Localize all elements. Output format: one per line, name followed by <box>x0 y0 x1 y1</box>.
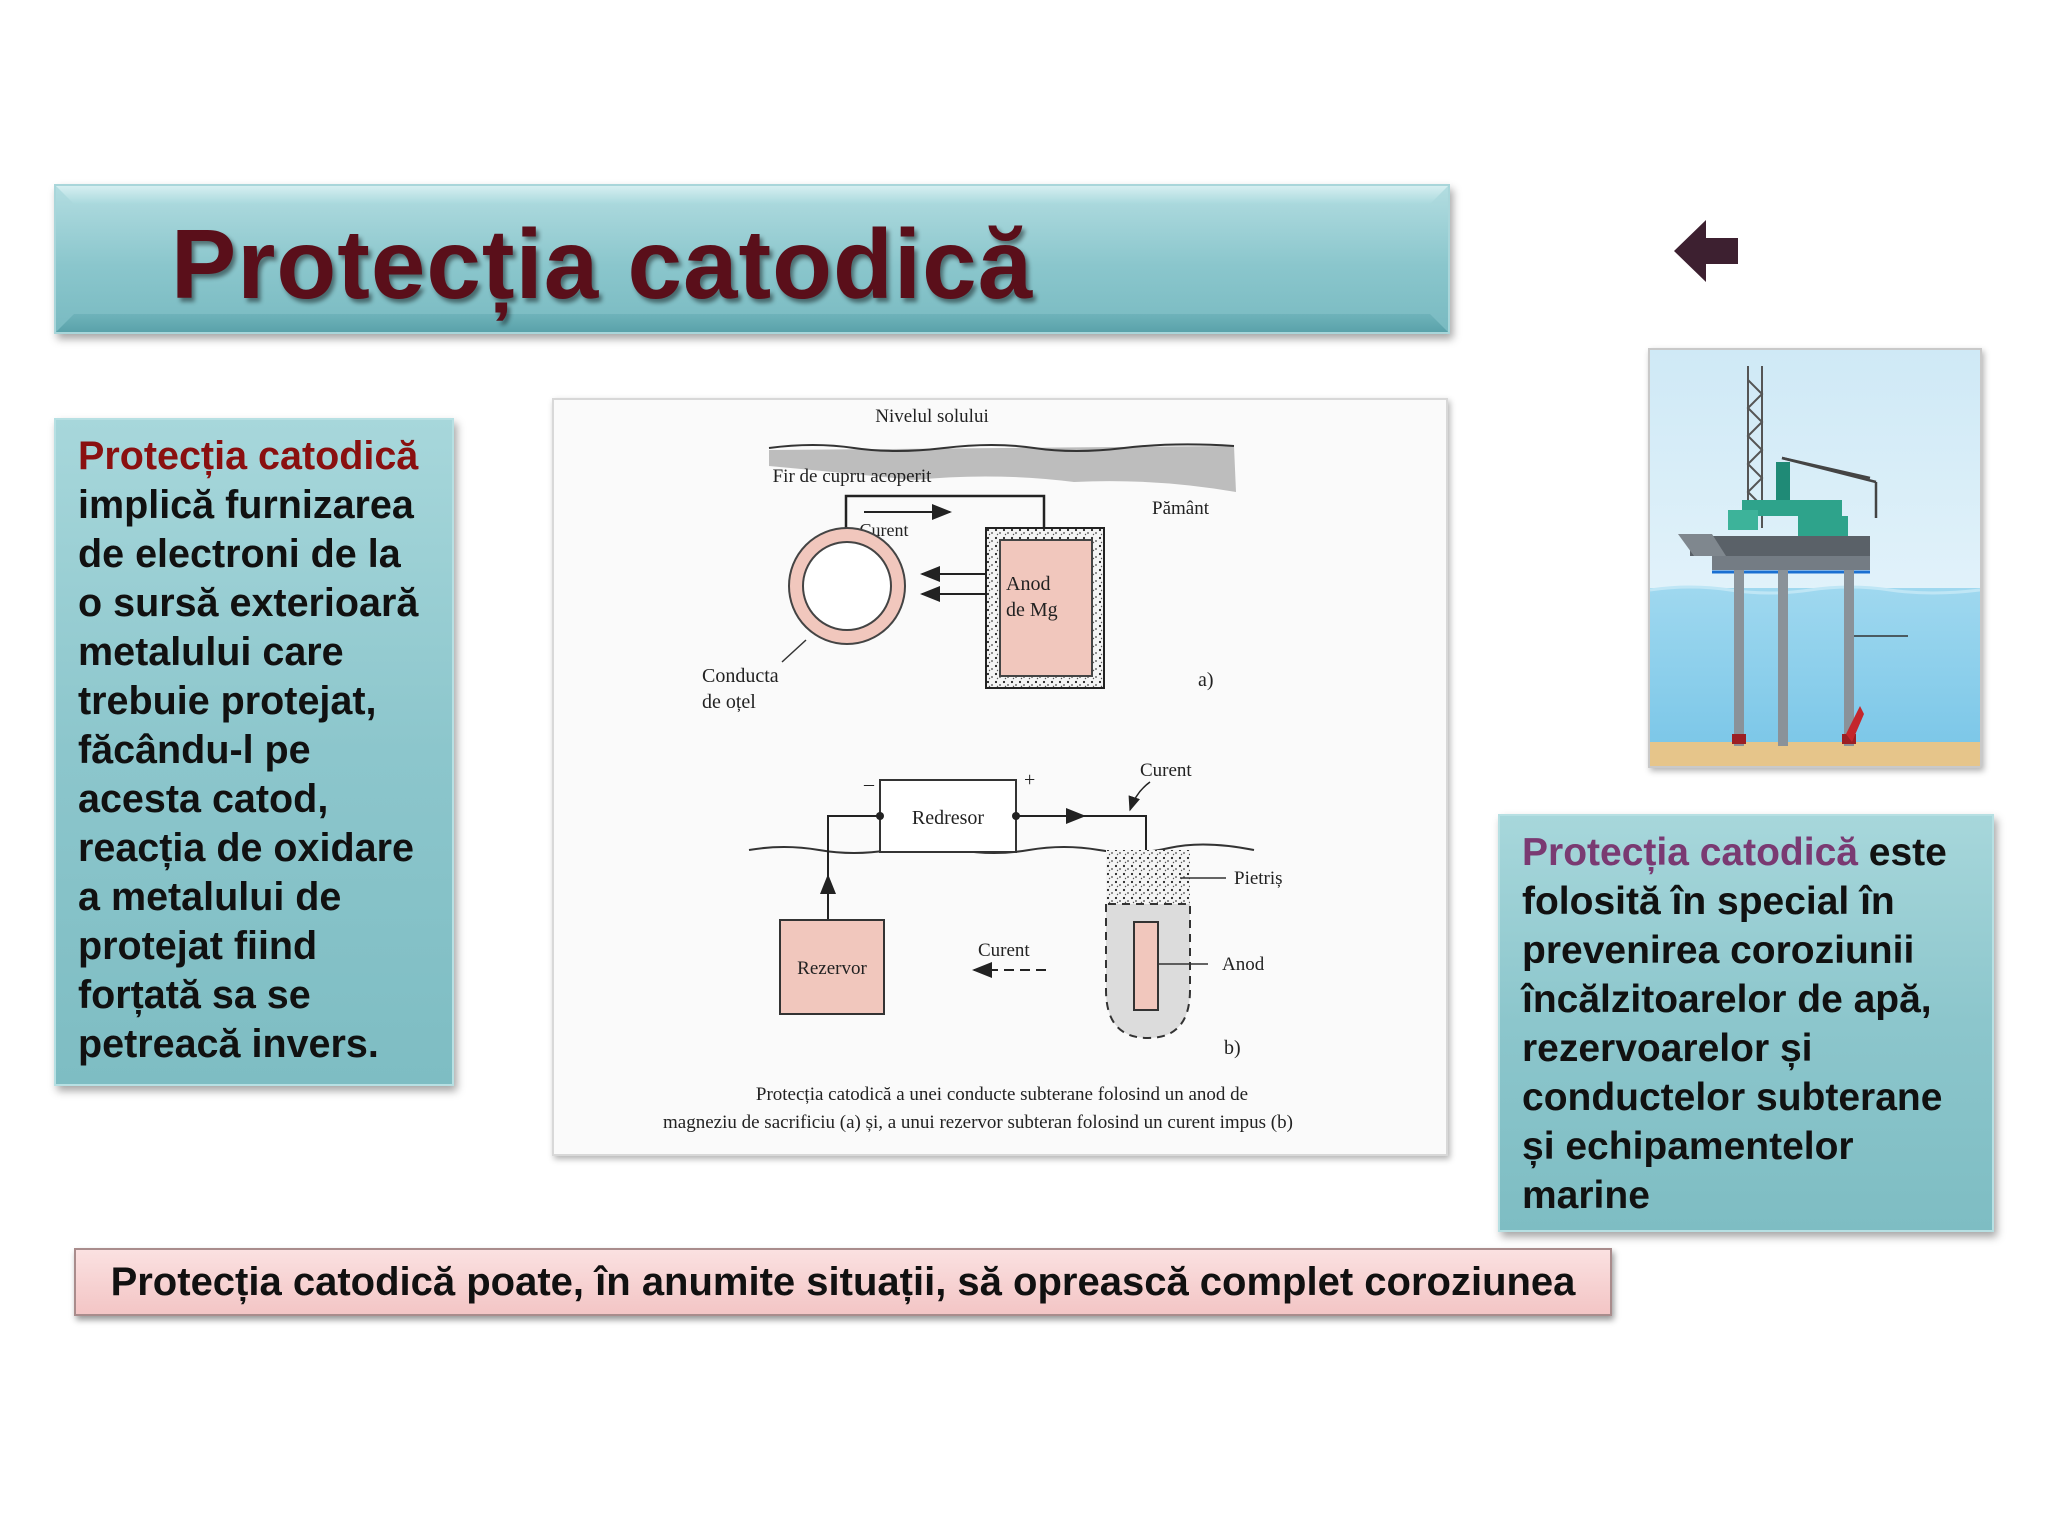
current-pointer <box>1128 781 1151 812</box>
diagram-caption-1: Protecția catodică a unei conducte subte… <box>756 1084 1248 1105</box>
right-line: rezervoarelor și <box>1522 1027 1813 1070</box>
bottom-banner: Protecția catodică poate, în anumite sit… <box>74 1248 1612 1316</box>
platform-legs <box>1732 570 1856 746</box>
current-label-b-top: Curent <box>1140 760 1192 781</box>
left-line: implică furnizarea <box>78 483 414 527</box>
junction-neg <box>876 812 884 820</box>
left-info-text: Protecția catodică implică furnizarea de… <box>78 432 434 1069</box>
rectifier-box <box>879 779 1017 853</box>
label-b: b) <box>1224 1037 1241 1059</box>
anode-label: Anod <box>1222 954 1265 975</box>
rectifier-label: Redresor <box>912 807 985 829</box>
left-line: acesta catod, <box>78 777 329 821</box>
right-line: marine <box>1522 1174 1650 1217</box>
platform-deck <box>1690 536 1870 556</box>
soil-label: Pământ <box>1152 498 1210 519</box>
left-line: reacția de oxidare <box>78 826 414 870</box>
wire-negative <box>827 815 880 920</box>
right-first-line: Protecția catodică este <box>1522 828 1982 877</box>
left-line: petreacă invers. <box>78 1022 379 1066</box>
current-label-b-mid: Curent <box>978 940 1030 961</box>
impressed-anode <box>1133 921 1159 1011</box>
offshore-platform-illustration <box>1648 348 1982 768</box>
ground-line <box>768 443 1235 452</box>
left-line: a metalului de <box>78 875 342 919</box>
diagram-caption-2: magneziu de sacrificiu (a) și, a unui re… <box>663 1112 1293 1133</box>
mg-anode <box>999 539 1093 677</box>
gravel-fill <box>1106 850 1190 904</box>
left-line: protejat fiind <box>78 924 318 968</box>
cathodic-protection-diagram: Nivelul solului Fir de cupru acoperit Cu… <box>552 398 1448 1156</box>
left-line: metalului care <box>78 630 344 674</box>
left-line: făcându-l pe <box>78 728 311 772</box>
copper-wire-label: Fir de cupru acoperit <box>773 466 933 487</box>
slide-title: Protecția catodică <box>170 209 1034 319</box>
right-highlight: Protecția catodică <box>1522 831 1858 874</box>
pipe-label-1: Conducta <box>702 665 779 687</box>
right-first-rest: este <box>1857 831 1947 874</box>
right-info-box: Protecția catodică este folosită în spec… <box>1498 814 1994 1232</box>
left-line: o sursă exterioară <box>78 581 419 625</box>
right-line: prevenirea coroziunii <box>1522 929 1915 972</box>
mg-anode-label-1: Anod <box>1006 573 1050 595</box>
steel-pipe-inner <box>802 541 892 631</box>
seabed <box>1650 742 1980 766</box>
left-line: forțată sa se <box>78 973 311 1017</box>
pipe-label-2: de oțel <box>702 691 756 713</box>
left-line: trebuie protejat, <box>78 679 377 723</box>
right-line: conductelor subterane <box>1522 1076 1943 1119</box>
mg-anode-label-2: de Mg <box>1006 599 1058 621</box>
gravel-label: Pietriș <box>1234 868 1283 889</box>
crane <box>1781 456 1878 518</box>
tank-box <box>779 919 885 1015</box>
ground-level-label: Nivelul solului <box>875 406 988 427</box>
pipe-leader <box>781 639 807 663</box>
left-line: de electroni de la <box>78 532 401 576</box>
minus-label: – <box>863 773 875 795</box>
sea <box>1650 588 1980 746</box>
left-highlight: Protecția catodică <box>78 434 419 478</box>
plus-label: + <box>1024 769 1035 791</box>
right-line: folosită în special în <box>1522 880 1895 923</box>
right-info-text: Protecția catodică este folosită în spec… <box>1522 828 1982 1220</box>
left-info-box: Protecția catodică implică furnizarea de… <box>54 418 454 1086</box>
tank-label: Rezervor <box>797 958 867 979</box>
right-line: și echipamentelor <box>1522 1125 1854 1168</box>
title-bevel-top <box>56 186 1448 204</box>
title-bevel-bottom <box>56 314 1448 332</box>
junction-pos <box>1012 812 1020 820</box>
right-line: încălzitoarelor de apă, <box>1522 978 1932 1021</box>
ground-surface <box>769 446 1236 492</box>
left-arrow-icon[interactable] <box>1672 218 1742 284</box>
copper-wire <box>844 494 1046 535</box>
title-bar: Protecția catodică <box>54 184 1450 334</box>
label-a: a) <box>1198 669 1214 691</box>
